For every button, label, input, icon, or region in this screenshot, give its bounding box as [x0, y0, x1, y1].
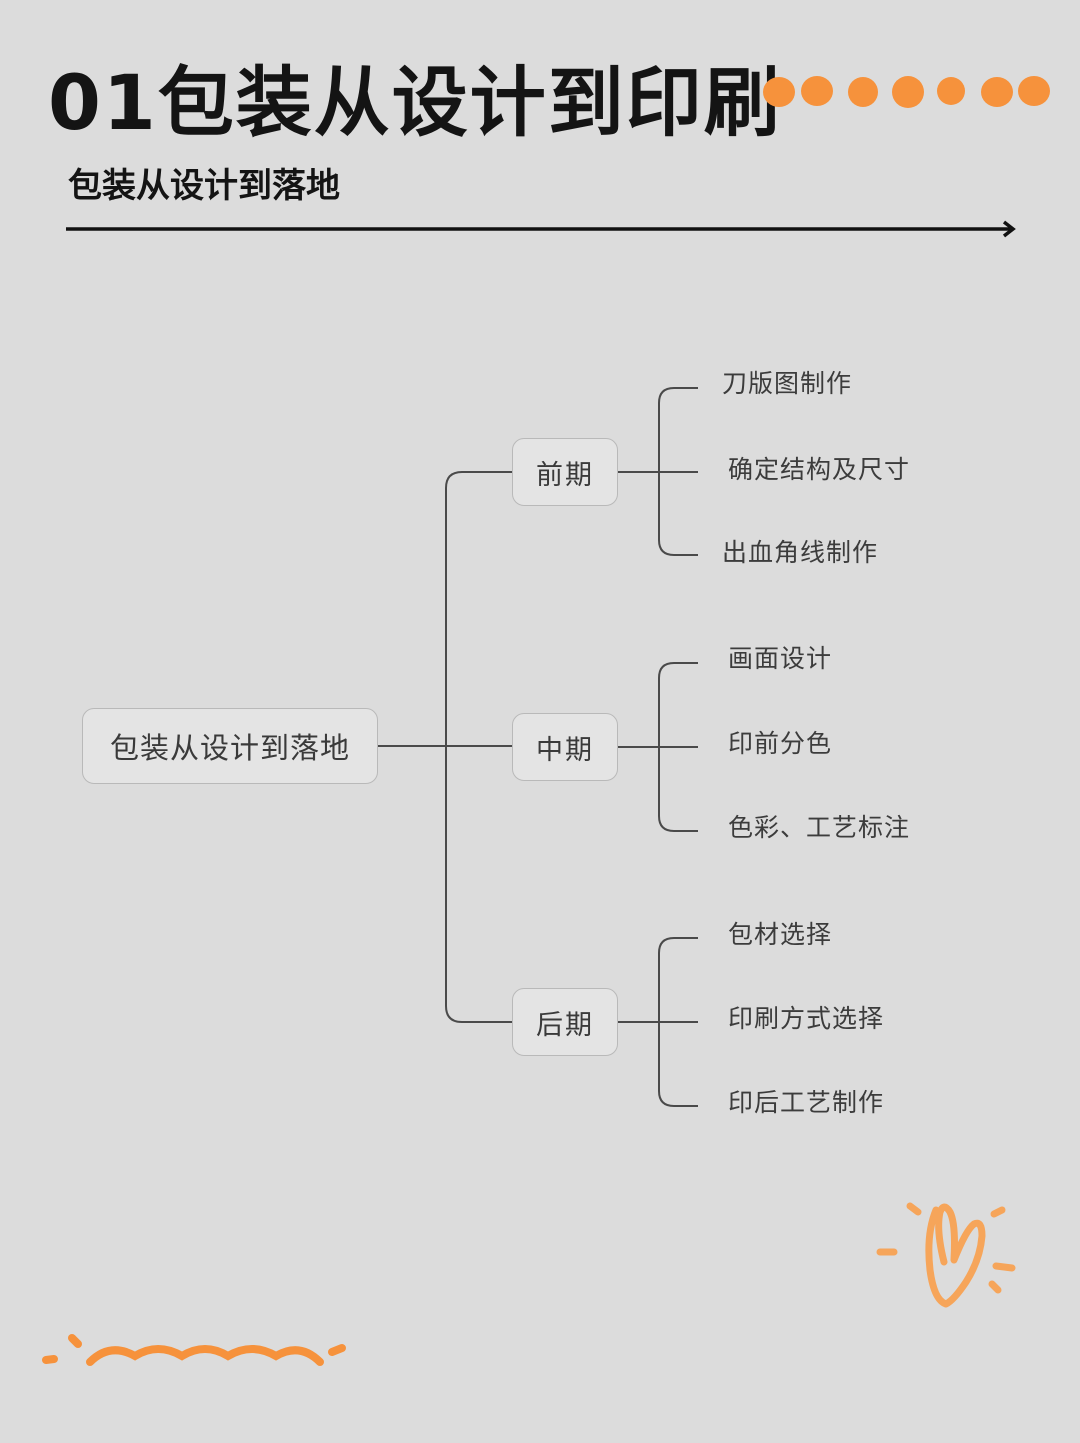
- branch-label: 中期: [536, 734, 594, 766]
- root-label: 包装从设计到落地: [109, 731, 350, 765]
- right-arrow-icon: [66, 220, 1016, 238]
- mindmap-root-node[interactable]: 包装从设计到落地: [82, 708, 378, 784]
- hand-drawn-wave-icon: [42, 1334, 346, 1366]
- hand-drawn-heart-icon: [876, 1202, 1016, 1308]
- branch-node-middle[interactable]: 中期: [512, 713, 618, 781]
- branch-label: 前期: [536, 459, 594, 491]
- branch-node-early[interactable]: 前期: [512, 438, 618, 506]
- leaf-item[interactable]: 印前分色: [728, 729, 833, 758]
- leaf-item[interactable]: 包材选择: [728, 920, 833, 949]
- subtitle: 包装从设计到落地: [68, 166, 340, 206]
- branch-label: 后期: [536, 1009, 594, 1041]
- leaf-item[interactable]: 刀版图制作: [722, 369, 853, 398]
- leaf-item[interactable]: 确定结构及尺寸: [728, 455, 911, 484]
- leaf-item[interactable]: 画面设计: [728, 644, 833, 673]
- branch-node-late[interactable]: 后期: [512, 988, 618, 1056]
- orange-dots-icon: [763, 76, 1050, 108]
- page-title: 01包装从设计到印刷: [48, 58, 782, 147]
- leaf-item[interactable]: 出血角线制作: [722, 538, 879, 567]
- leaf-item[interactable]: 印刷方式选择: [728, 1004, 885, 1033]
- leaf-item[interactable]: 印后工艺制作: [728, 1088, 885, 1117]
- leaf-item[interactable]: 色彩、工艺标注: [728, 813, 911, 842]
